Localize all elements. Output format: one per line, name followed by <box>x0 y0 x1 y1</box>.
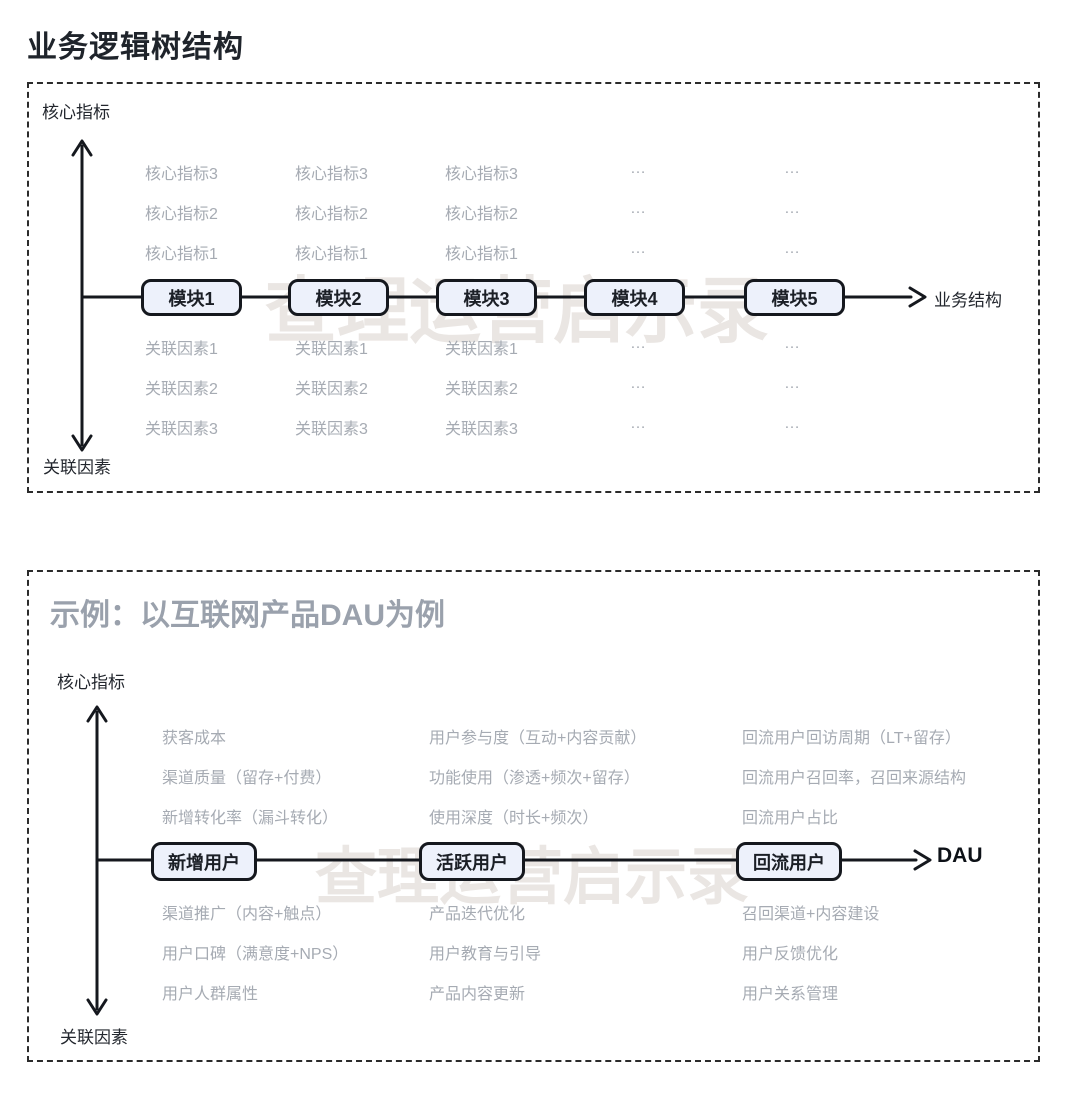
module-box: 模块3 <box>436 279 537 316</box>
axis-label-business-structure: 业务结构 <box>934 291 1002 310</box>
arrow-up-icon <box>71 139 93 157</box>
factor-label: 关联因素3 <box>145 421 218 438</box>
axis-label-related-factors: 关联因素 <box>43 458 111 477</box>
factor-label: 关联因素1 <box>295 341 368 358</box>
metric-label: 使用深度（时长+频次） <box>429 810 599 827</box>
factor-label: 关联因素2 <box>445 381 518 398</box>
ellipsis-label: … <box>630 200 646 217</box>
factor-row: 关联因素3 关联因素3 关联因素3 … … <box>145 415 800 439</box>
metric-label: 核心指标1 <box>145 246 218 263</box>
ellipsis-label: … <box>630 160 646 177</box>
metric-label: 核心指标2 <box>295 206 368 223</box>
axis-label-dau: DAU <box>937 844 983 867</box>
module-box: 新增用户 <box>151 842 257 881</box>
metric-row: 核心指标1 核心指标1 核心指标1 … … <box>145 240 800 264</box>
ellipsis-label: … <box>784 240 800 257</box>
arrow-right-icon <box>908 286 927 308</box>
factor-label: 用户口碑（满意度+NPS） <box>162 946 349 963</box>
factor-row: 关联因素1 关联因素1 关联因素1 … … <box>145 335 800 359</box>
ellipsis-label: … <box>784 160 800 177</box>
metric-label: 回流用户回访周期（LT+留存） <box>742 730 961 747</box>
factor-label: 产品迭代优化 <box>429 906 526 923</box>
factor-row: 用户口碑（满意度+NPS） 用户教育与引导 用户反馈优化 <box>162 940 838 964</box>
metric-row: 核心指标2 核心指标2 核心指标2 … … <box>145 200 800 224</box>
metric-label: 核心指标2 <box>145 206 218 223</box>
logic-tree-panel: 查理运营启示录 核心指标 关联因素 业务结构 核心指标3 核心指标3 核心指标3… <box>27 82 1040 493</box>
module-box: 模块1 <box>141 279 242 316</box>
metric-label: 回流用户召回率，召回来源结构 <box>742 770 967 787</box>
factor-label: 关联因素2 <box>145 381 218 398</box>
arrow-right-icon <box>913 849 932 871</box>
page-title: 业务逻辑树结构 <box>27 31 244 64</box>
module-box: 模块4 <box>584 279 685 316</box>
ellipsis-label: … <box>630 335 646 352</box>
arrow-up-icon <box>86 705 108 723</box>
ellipsis-label: … <box>630 375 646 392</box>
factor-row: 用户人群属性 产品内容更新 用户关系管理 <box>162 980 838 1004</box>
metric-label: 功能使用（渗透+频次+留存） <box>429 770 640 787</box>
axis-label-related-factors: 关联因素 <box>60 1028 128 1047</box>
metric-label: 核心指标3 <box>295 166 368 183</box>
metric-label: 渠道质量（留存+付费） <box>162 770 332 787</box>
axis-label-core-metrics: 核心指标 <box>57 673 125 692</box>
module-box: 模块2 <box>288 279 389 316</box>
metric-label: 获客成本 <box>162 730 227 747</box>
factor-label: 关联因素2 <box>295 381 368 398</box>
factor-label: 用户人群属性 <box>162 986 259 1003</box>
arrow-down-icon <box>86 998 108 1016</box>
watermark-text: 查理运营启示录 <box>315 843 750 912</box>
metric-row: 渠道质量（留存+付费） 功能使用（渗透+频次+留存） 回流用户召回率，召回来源结… <box>162 764 966 788</box>
axis-label-core-metrics: 核心指标 <box>42 103 110 122</box>
module-box: 回流用户 <box>736 842 842 881</box>
factor-label: 用户反馈优化 <box>742 946 839 963</box>
ellipsis-label: … <box>784 415 800 432</box>
factor-label: 用户教育与引导 <box>429 946 542 963</box>
ellipsis-label: … <box>784 335 800 352</box>
ellipsis-label: … <box>784 200 800 217</box>
metric-label: 用户参与度（互动+内容贡献） <box>429 730 647 747</box>
factor-label: 关联因素1 <box>445 341 518 358</box>
factor-label: 关联因素3 <box>445 421 518 438</box>
module-box: 活跃用户 <box>419 842 525 881</box>
arrow-down-icon <box>71 434 93 452</box>
metric-row: 新增转化率（漏斗转化） 使用深度（时长+频次） 回流用户占比 <box>162 804 838 828</box>
factor-label: 产品内容更新 <box>429 986 526 1003</box>
metric-label: 新增转化率（漏斗转化） <box>162 810 339 827</box>
factor-label: 用户关系管理 <box>742 986 839 1003</box>
dau-example-panel: 查理运营启示录 示例：以互联网产品DAU为例 核心指标 关联因素 DAU 获客成… <box>27 570 1040 1062</box>
metric-label: 核心指标1 <box>445 246 518 263</box>
example-title: 示例：以互联网产品DAU为例 <box>50 599 445 632</box>
metric-label: 核心指标2 <box>445 206 518 223</box>
ellipsis-label: … <box>784 375 800 392</box>
module-box: 模块5 <box>744 279 845 316</box>
metric-label: 回流用户占比 <box>742 810 839 827</box>
factor-label: 关联因素1 <box>145 341 218 358</box>
ellipsis-label: … <box>630 415 646 432</box>
ellipsis-label: … <box>630 240 646 257</box>
metric-label: 核心指标1 <box>295 246 368 263</box>
factor-label: 召回渠道+内容建设 <box>742 906 880 923</box>
factor-label: 渠道推广（内容+触点） <box>162 906 332 923</box>
metric-row: 核心指标3 核心指标3 核心指标3 … … <box>145 160 800 184</box>
factor-row: 关联因素2 关联因素2 关联因素2 … … <box>145 375 800 399</box>
factor-label: 关联因素3 <box>295 421 368 438</box>
metric-row: 获客成本 用户参与度（互动+内容贡献） 回流用户回访周期（LT+留存） <box>162 724 961 748</box>
metric-label: 核心指标3 <box>145 166 218 183</box>
metric-label: 核心指标3 <box>445 166 518 183</box>
factor-row: 渠道推广（内容+触点） 产品迭代优化 召回渠道+内容建设 <box>162 900 879 924</box>
